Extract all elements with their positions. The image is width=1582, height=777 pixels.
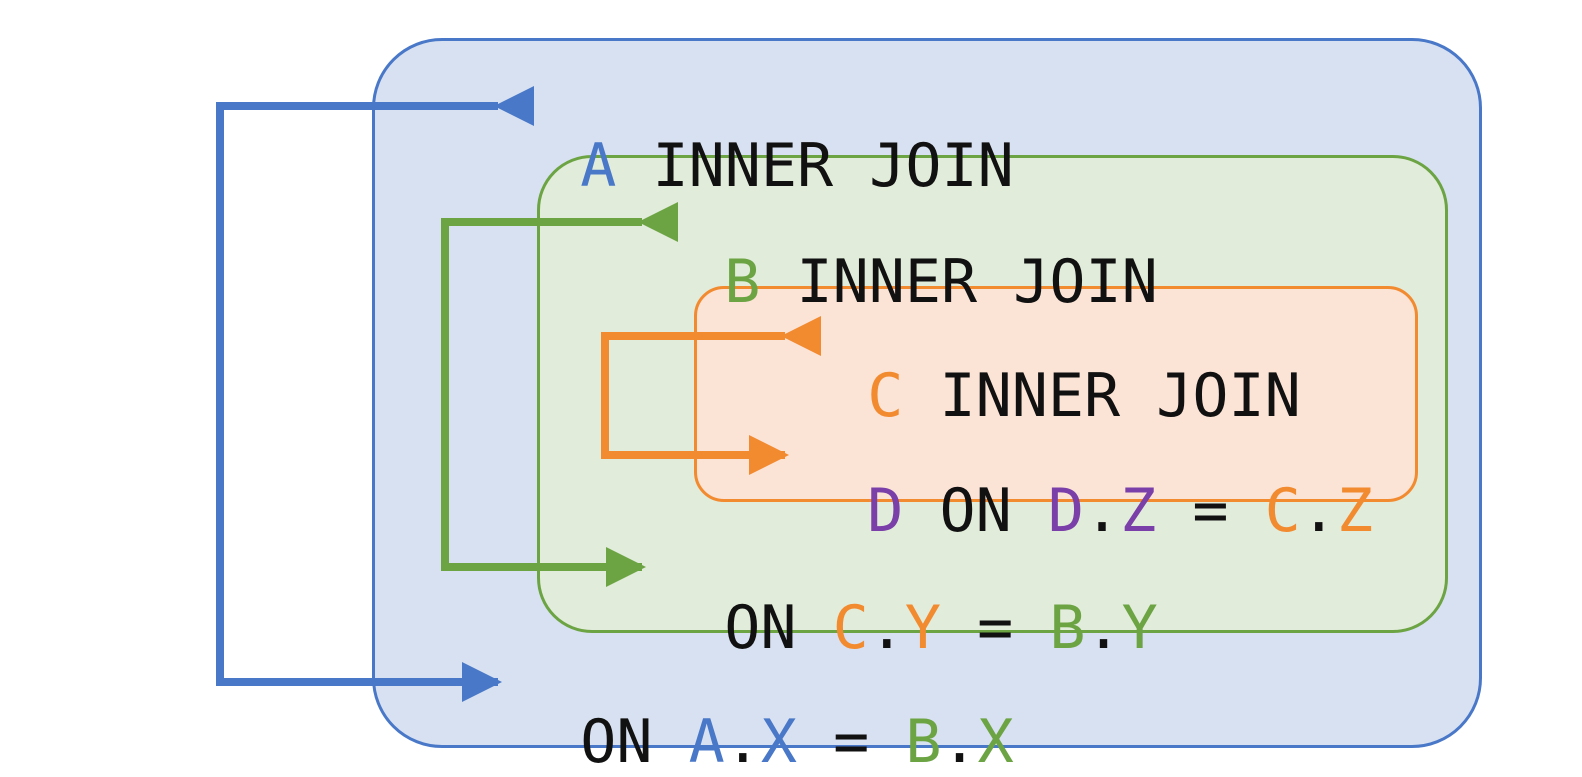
- join-arrows: [216, 86, 821, 702]
- table-b: B: [724, 247, 761, 317]
- c-table-ref: C: [1264, 476, 1301, 546]
- b-table-ref: B: [905, 707, 942, 777]
- dot: .: [1300, 476, 1337, 546]
- d-column-z: Z: [1120, 476, 1157, 546]
- dot: .: [1084, 476, 1121, 546]
- orange-join-arrow: [601, 316, 821, 475]
- dot: .: [1085, 593, 1122, 663]
- line-c-inner-join: C INNER JOIN: [795, 306, 1300, 426]
- line-cb-on: ON C.Y = B.Y: [652, 538, 1158, 658]
- inner-join-keyword: INNER JOIN: [903, 361, 1301, 431]
- line-ab-on: ON A.X = B.X: [508, 652, 1014, 772]
- on-keyword: ON: [724, 593, 833, 663]
- equals-sign: =: [941, 593, 1050, 663]
- b-table-ref: B: [1049, 593, 1086, 663]
- c-column-y: Y: [904, 593, 941, 663]
- dot: .: [724, 707, 761, 777]
- equals-sign: =: [797, 707, 906, 777]
- equals-sign: =: [1156, 476, 1265, 546]
- inner-join-keyword: INNER JOIN: [760, 247, 1158, 317]
- dot: .: [941, 707, 978, 777]
- table-d: D: [867, 476, 904, 546]
- dot: .: [868, 593, 905, 663]
- table-a: A: [580, 131, 617, 201]
- c-column-z: Z: [1336, 476, 1373, 546]
- green-join-arrow: [441, 202, 678, 587]
- c-table-ref: C: [832, 593, 869, 663]
- table-c: C: [867, 361, 904, 431]
- line-d-on: D ON D.Z = C.Z: [795, 421, 1373, 541]
- a-table-ref: A: [688, 707, 725, 777]
- on-keyword: ON: [580, 707, 689, 777]
- a-column-x: X: [760, 707, 797, 777]
- blue-join-arrow: [216, 86, 534, 702]
- b-column-x: X: [977, 707, 1014, 777]
- inner-join-keyword: INNER JOIN: [616, 131, 1014, 201]
- line-a-inner-join: A INNER JOIN: [508, 76, 1013, 196]
- on-keyword: ON: [903, 476, 1048, 546]
- d-table-ref: D: [1047, 476, 1084, 546]
- b-column-y: Y: [1121, 593, 1158, 663]
- line-b-inner-join: B INNER JOIN: [652, 192, 1157, 312]
